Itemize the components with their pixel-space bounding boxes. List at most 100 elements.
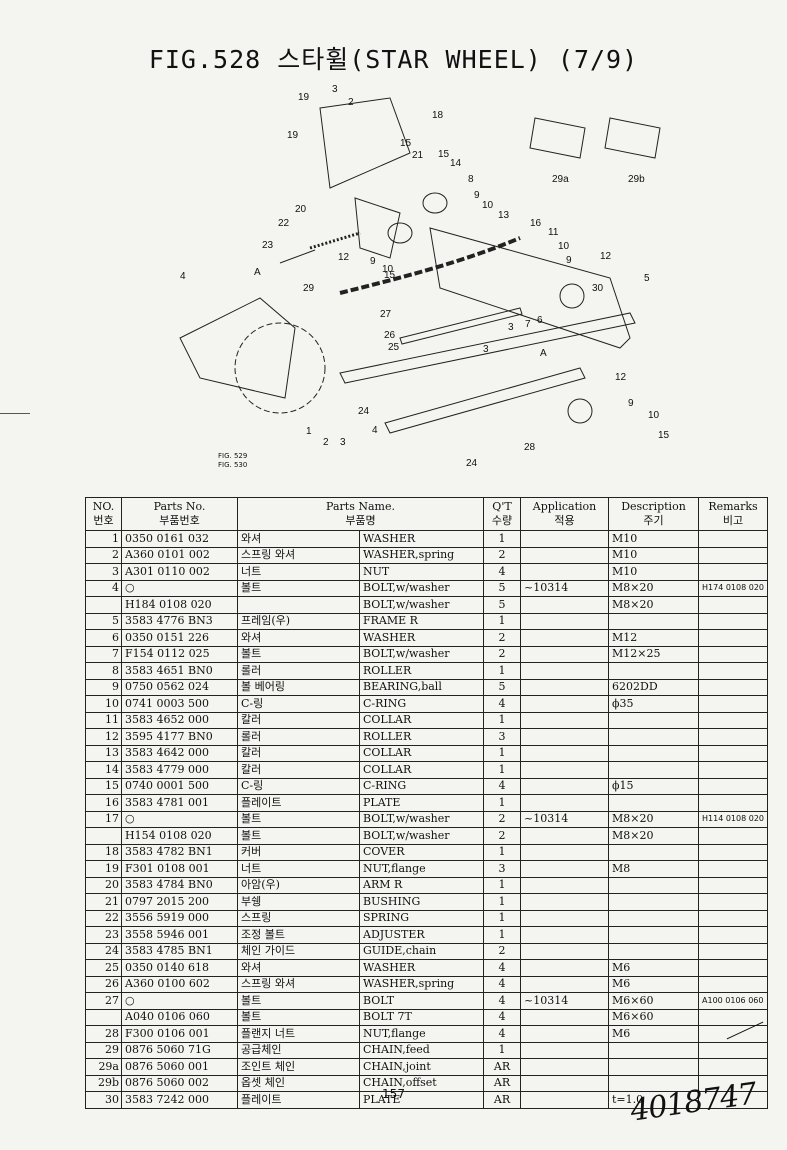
cell-name-en: WASHER,spring xyxy=(359,975,484,993)
cell-name-en: COLLAR xyxy=(359,744,484,762)
cell-name-en: BOLT xyxy=(359,992,484,1010)
svg-text:10: 10 xyxy=(648,410,660,421)
cell-part-no: H184 0108 020 xyxy=(121,596,238,614)
cell-part-no: 3556 5919 000 xyxy=(121,909,238,927)
cell-no: 17 xyxy=(85,810,122,828)
cell-qty: 2 xyxy=(483,942,521,960)
cell-no: 6 xyxy=(85,629,122,647)
cell-remarks xyxy=(698,893,768,911)
cell-remarks xyxy=(698,761,768,779)
cell-remarks xyxy=(698,794,768,812)
svg-text:28: 28 xyxy=(524,442,536,453)
cell-application xyxy=(520,860,609,878)
cell-no: 2 xyxy=(85,546,122,564)
cell-no: 23 xyxy=(85,926,122,944)
svg-text:12: 12 xyxy=(615,372,627,383)
cell-name-en: BOLT,w/washer xyxy=(359,645,484,663)
svg-text:12: 12 xyxy=(600,251,612,262)
cell-name-kr: 조인트 체인 xyxy=(237,1058,360,1076)
cell-name-en: ROLLER xyxy=(359,662,484,680)
cell-application xyxy=(520,975,609,993)
cell-application xyxy=(520,777,609,795)
cell-qty: 2 xyxy=(483,810,521,828)
cell-description xyxy=(608,761,699,779)
cell-qty: 1 xyxy=(483,744,521,762)
cell-name-en: BUSHING xyxy=(359,893,484,911)
cell-description xyxy=(608,794,699,812)
cell-name-en: COLLAR xyxy=(359,761,484,779)
cell-name-en: C-RING xyxy=(359,695,484,713)
cell-application xyxy=(520,645,609,663)
cell-description: M10 xyxy=(608,546,699,564)
svg-text:29: 29 xyxy=(303,283,315,294)
cell-no: 12 xyxy=(85,728,122,746)
cell-description xyxy=(608,728,699,746)
cell-description: M8×20 xyxy=(608,579,699,597)
cell-description xyxy=(608,876,699,894)
margin-mark xyxy=(0,413,30,414)
cell-qty: 2 xyxy=(483,546,521,564)
cell-name-kr xyxy=(237,596,360,614)
cell-part-no: A301 0110 002 xyxy=(121,563,238,581)
cell-part-no: 3595 4177 BN0 xyxy=(121,728,238,746)
cell-part-no: 3583 4651 BN0 xyxy=(121,662,238,680)
cell-remarks xyxy=(698,530,768,548)
cell-remarks xyxy=(698,1041,768,1059)
cell-remarks xyxy=(698,860,768,878)
cell-name-en: C-RING xyxy=(359,777,484,795)
cell-no: 8 xyxy=(85,662,122,680)
cell-name-kr: 와셔 xyxy=(237,959,360,977)
cell-application xyxy=(520,926,609,944)
cell-application xyxy=(520,612,609,630)
cell-qty: 1 xyxy=(483,711,521,729)
cell-application xyxy=(520,662,609,680)
cell-remarks xyxy=(698,744,768,762)
cell-application xyxy=(520,942,609,960)
cell-description: ϕ35 xyxy=(608,695,699,713)
cell-no: 20 xyxy=(85,876,122,894)
cell-remarks xyxy=(698,876,768,894)
svg-text:21: 21 xyxy=(412,150,424,161)
cell-part-no: F154 0112 025 xyxy=(121,645,238,663)
svg-text:30: 30 xyxy=(592,283,604,294)
cell-description: M6×60 xyxy=(608,1008,699,1026)
cell-application: ~10314 xyxy=(520,579,609,597)
cell-qty: AR xyxy=(483,1074,521,1092)
cell-name-kr: 플랜지 너트 xyxy=(237,1025,360,1043)
cell-part-no: 3583 4642 000 xyxy=(121,744,238,762)
cell-qty: 5 xyxy=(483,579,521,597)
cell-part-no: 3583 4782 BN1 xyxy=(121,843,238,861)
cell-part-no: 0350 0151 226 xyxy=(121,629,238,647)
svg-text:23: 23 xyxy=(262,240,274,251)
svg-text:25: 25 xyxy=(388,342,400,353)
cell-remarks xyxy=(698,728,768,746)
cell-description xyxy=(608,662,699,680)
svg-text:4: 4 xyxy=(372,425,378,436)
svg-text:26: 26 xyxy=(384,330,396,341)
cell-part-no: A360 0101 002 xyxy=(121,546,238,564)
cell-remarks xyxy=(698,678,768,696)
cell-name-kr: 볼 베어링 xyxy=(237,678,360,696)
cell-qty: 1 xyxy=(483,1041,521,1059)
svg-text:19: 19 xyxy=(298,92,310,103)
cell-qty: 2 xyxy=(483,645,521,663)
cell-qty: 4 xyxy=(483,777,521,795)
cell-description xyxy=(608,1058,699,1076)
cell-application xyxy=(520,546,609,564)
svg-text:10: 10 xyxy=(382,264,394,275)
cell-qty: 4 xyxy=(483,1008,521,1026)
svg-text:14: 14 xyxy=(450,158,462,169)
star-wheel xyxy=(234,322,326,414)
cell-name-en: WASHER xyxy=(359,959,484,977)
cell-no: 7 xyxy=(85,645,122,663)
